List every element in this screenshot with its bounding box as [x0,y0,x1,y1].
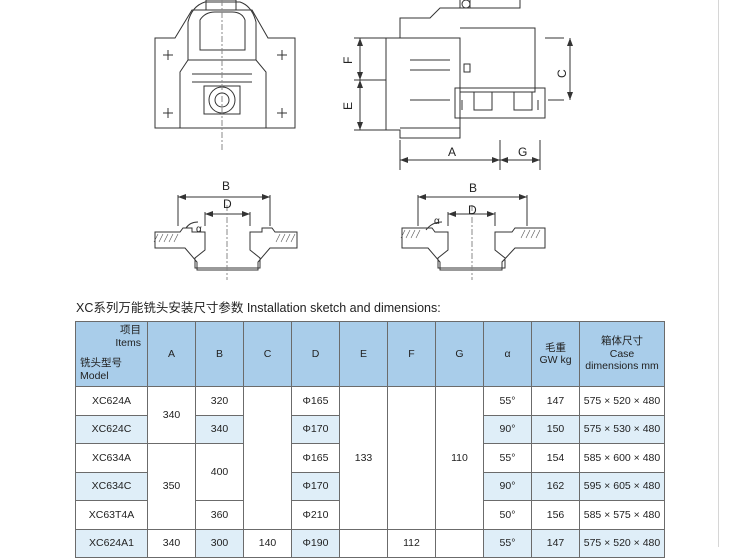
header-case-en2: dimensions mm [585,360,659,373]
header-items-zh: 项目 [120,324,141,336]
cell-case: 585 × 600 × 480 [579,443,665,473]
cell-d: Φ210 [291,500,340,530]
cell-c-empty [243,386,292,530]
cell-alpha: 55° [483,443,532,473]
cell-model: XC634C [75,471,148,501]
cell-g: 110 [435,386,484,530]
header-d: D [291,321,340,387]
table-row: XC63T4A 360 Φ210 50° 156 585 × 575 × 480 [75,500,665,530]
dim-label-b-right: B [469,181,477,195]
cell-case: 575 × 520 × 480 [579,528,665,558]
cell-a: 340 [147,528,196,558]
installation-sketch: F E C A G B D α B D α [153,0,573,280]
cell-alpha: 90° [483,471,532,501]
header-a: A [147,321,196,387]
cell-gw: 150 [531,414,580,444]
cell-model: XC63T4A [75,500,148,530]
cell-b: 320 [195,386,244,416]
cell-model: XC624A1 [75,528,148,558]
cell-gw: 162 [531,471,580,501]
cell-case: 595 × 605 × 480 [579,471,665,501]
cell-gw: 147 [531,528,580,558]
cell-model: XC624C [75,414,148,444]
dim-label-c: C [555,69,569,78]
cell-a: 340 [147,386,196,444]
cell-gw: 156 [531,500,580,530]
dim-label-e: E [341,102,355,110]
cell-alpha: 55° [483,386,532,416]
header-alpha: α [483,321,532,387]
table-row: XC624C 340 Φ170 90° 150 575 × 530 × 480 [75,414,665,444]
cell-d: Φ170 [291,414,340,444]
cell-model: XC634A [75,443,148,473]
header-e: E [339,321,388,387]
cell-gw: 154 [531,443,580,473]
page-edge-line [718,0,719,547]
alpha-label-right: α [434,216,440,227]
cell-alpha: 50° [483,500,532,530]
section-title: XC系列万能铣头安装尺寸参数 Installation sketch and d… [76,301,441,315]
dim-label-d-right: D [468,203,477,217]
header-model-zh: 铣头型号 [80,357,122,369]
alpha-label-left: α [196,224,202,235]
table-row: XC634C Φ170 90° 162 595 × 605 × 480 [75,471,665,501]
cell-b: 300 [195,528,244,558]
cell-d: Φ165 [291,443,340,473]
header-items-en: Items [115,336,141,349]
dim-label-g: G [518,145,527,159]
dim-label-f: F [341,57,355,64]
header-gw-en: GW kg [539,354,572,366]
side-view-drawing [354,0,571,170]
header-gw-zh: 毛重 [545,341,566,354]
dim-label-a: A [448,145,456,159]
front-view-drawing [154,0,296,150]
dim-label-d-left: D [223,197,232,211]
cell-d: Φ190 [291,528,340,558]
cell-alpha: 55° [483,528,532,558]
cell-d: Φ165 [291,386,340,416]
header-b: B [195,321,244,387]
header-model-en: Model [80,369,109,382]
header-c: C [243,321,292,387]
cell-alpha: 90° [483,414,532,444]
table-row: XC624A1 340 300 140 Φ190 112 55° 147 575… [75,528,665,558]
cell-b: 340 [195,414,244,444]
cell-a: 350 [147,443,196,530]
header-g: G [435,321,484,387]
cell-e: 133 [339,386,388,530]
cell-case: 575 × 530 × 480 [579,414,665,444]
header-case-zh: 箱体尺寸 [601,335,643,348]
cell-model: XC624A [75,386,148,416]
cell-gw: 147 [531,386,580,416]
cell-b: 400 [195,443,244,501]
table-row: XC624A 340 320 Φ165 133 110 55° 147 575 … [75,386,665,530]
dim-label-b-left: B [222,179,230,193]
header-f: F [387,321,436,387]
cell-case: 575 × 520 × 480 [579,386,665,416]
cell-c: 140 [243,528,292,558]
cell-f-empty [387,386,436,530]
cell-f: 112 [387,528,436,558]
cell-b: 360 [195,500,244,530]
cell-case: 585 × 575 × 480 [579,500,665,530]
header-case-en1: Case [609,347,635,360]
cell-g-empty [435,528,484,558]
cell-d: Φ170 [291,471,340,501]
profile-right-drawing [401,195,546,280]
cell-e-empty [339,528,388,558]
